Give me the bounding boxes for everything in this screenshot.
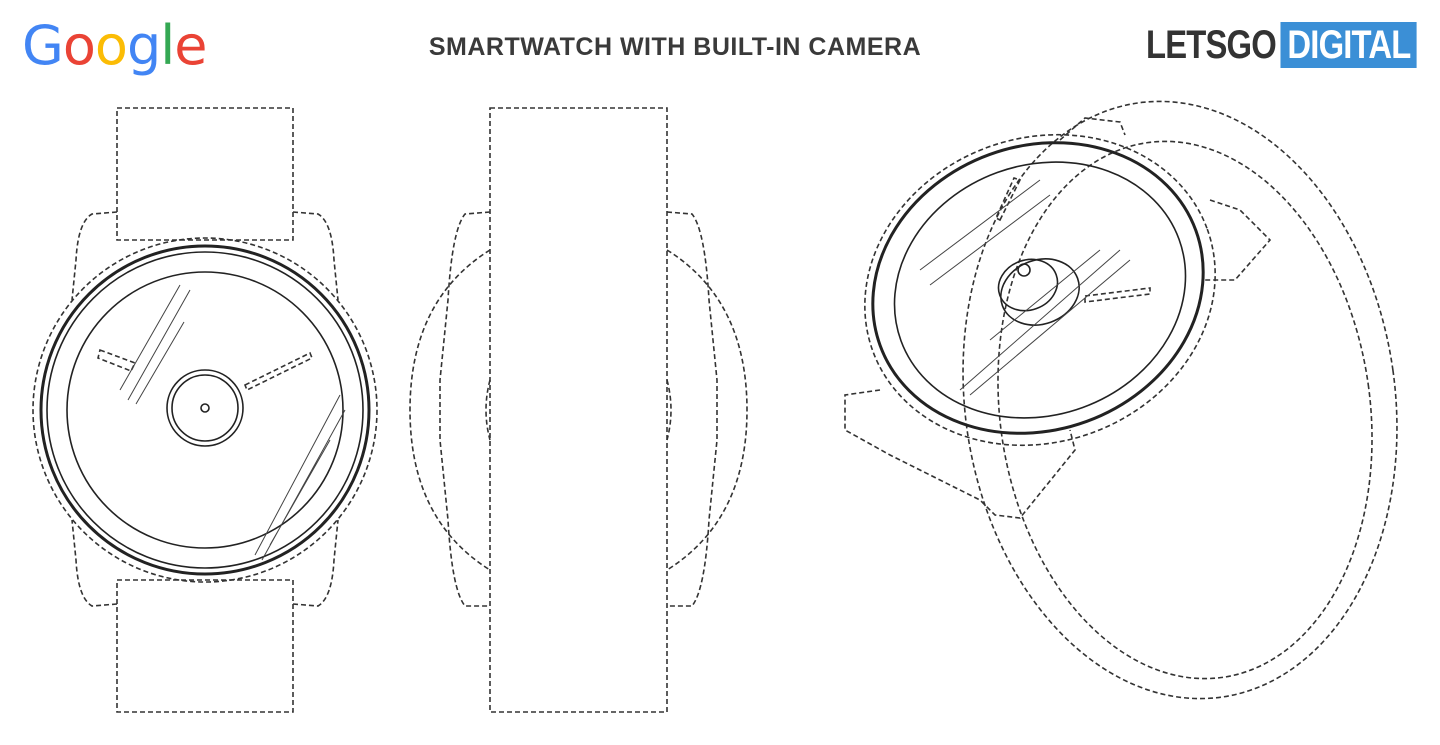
- camera-ring: [166, 369, 244, 447]
- upper-lugs: [1059, 117, 1272, 281]
- minute-hand: [1084, 287, 1151, 303]
- logo-part-digital: DIGITAL: [1280, 22, 1417, 68]
- bezel: [871, 141, 1205, 435]
- right-case: [666, 249, 748, 571]
- camera-lens: [1017, 263, 1031, 277]
- front-view: [32, 107, 378, 713]
- bezel: [39, 244, 371, 576]
- lower-lugs: [844, 389, 1076, 519]
- top-lugs: [71, 211, 339, 301]
- bottom-strap: [116, 579, 294, 713]
- left-case: [409, 249, 491, 571]
- bottom-lugs: [71, 519, 339, 607]
- dial: [893, 161, 1187, 419]
- page-title: SMARTWATCH WITH BUILT-IN CAMERA: [428, 33, 922, 61]
- camera-housing: [1000, 258, 1080, 326]
- strap: [489, 107, 668, 713]
- strap-loop-inner: [997, 140, 1373, 680]
- logo-part-letsgo: LETSGO: [1146, 23, 1277, 67]
- side-view: [409, 107, 748, 713]
- strap-loop-outer: [962, 100, 1398, 700]
- left-lug: [439, 211, 491, 607]
- dial: [66, 271, 344, 549]
- perspective-view: [844, 100, 1398, 700]
- top-strap: [116, 107, 294, 241]
- camera-ring: [997, 258, 1059, 312]
- case-outline: [32, 237, 378, 583]
- hour-hand: [994, 177, 1022, 222]
- hour-hand: [97, 348, 137, 373]
- letsgodigital-logo: LETSGO DIGITAL: [1146, 22, 1417, 68]
- camera-lens: [200, 403, 210, 413]
- right-lug: [666, 211, 718, 607]
- google-logo: Google: [22, 14, 207, 77]
- minute-hand: [243, 351, 314, 392]
